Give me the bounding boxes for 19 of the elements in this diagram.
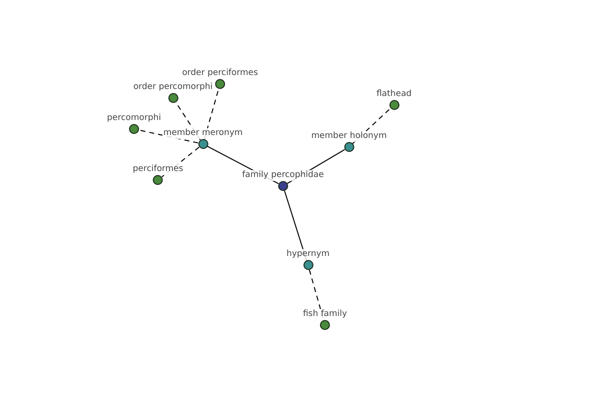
graph-node (162, 128, 244, 149)
graph-node (310, 131, 388, 152)
graph-node (241, 170, 325, 191)
graph-node (132, 82, 214, 103)
graph-node (302, 309, 348, 330)
dashed-connector (352, 108, 391, 144)
node-label: fish family (302, 309, 348, 320)
node-label: percomorphi (106, 113, 162, 124)
graph-node (285, 249, 331, 270)
graph-node (106, 113, 162, 134)
node-label: family percophidae (241, 170, 325, 181)
node-label: perciformes (132, 164, 184, 175)
node-label: member meronym (162, 128, 244, 139)
graph-node (375, 89, 413, 110)
node-label: member holonym (310, 131, 388, 142)
node-label: order percomorphi (132, 82, 214, 93)
node-label: hypernym (285, 249, 331, 260)
node-label: order perciformes (181, 68, 259, 79)
graph-node (132, 164, 184, 185)
